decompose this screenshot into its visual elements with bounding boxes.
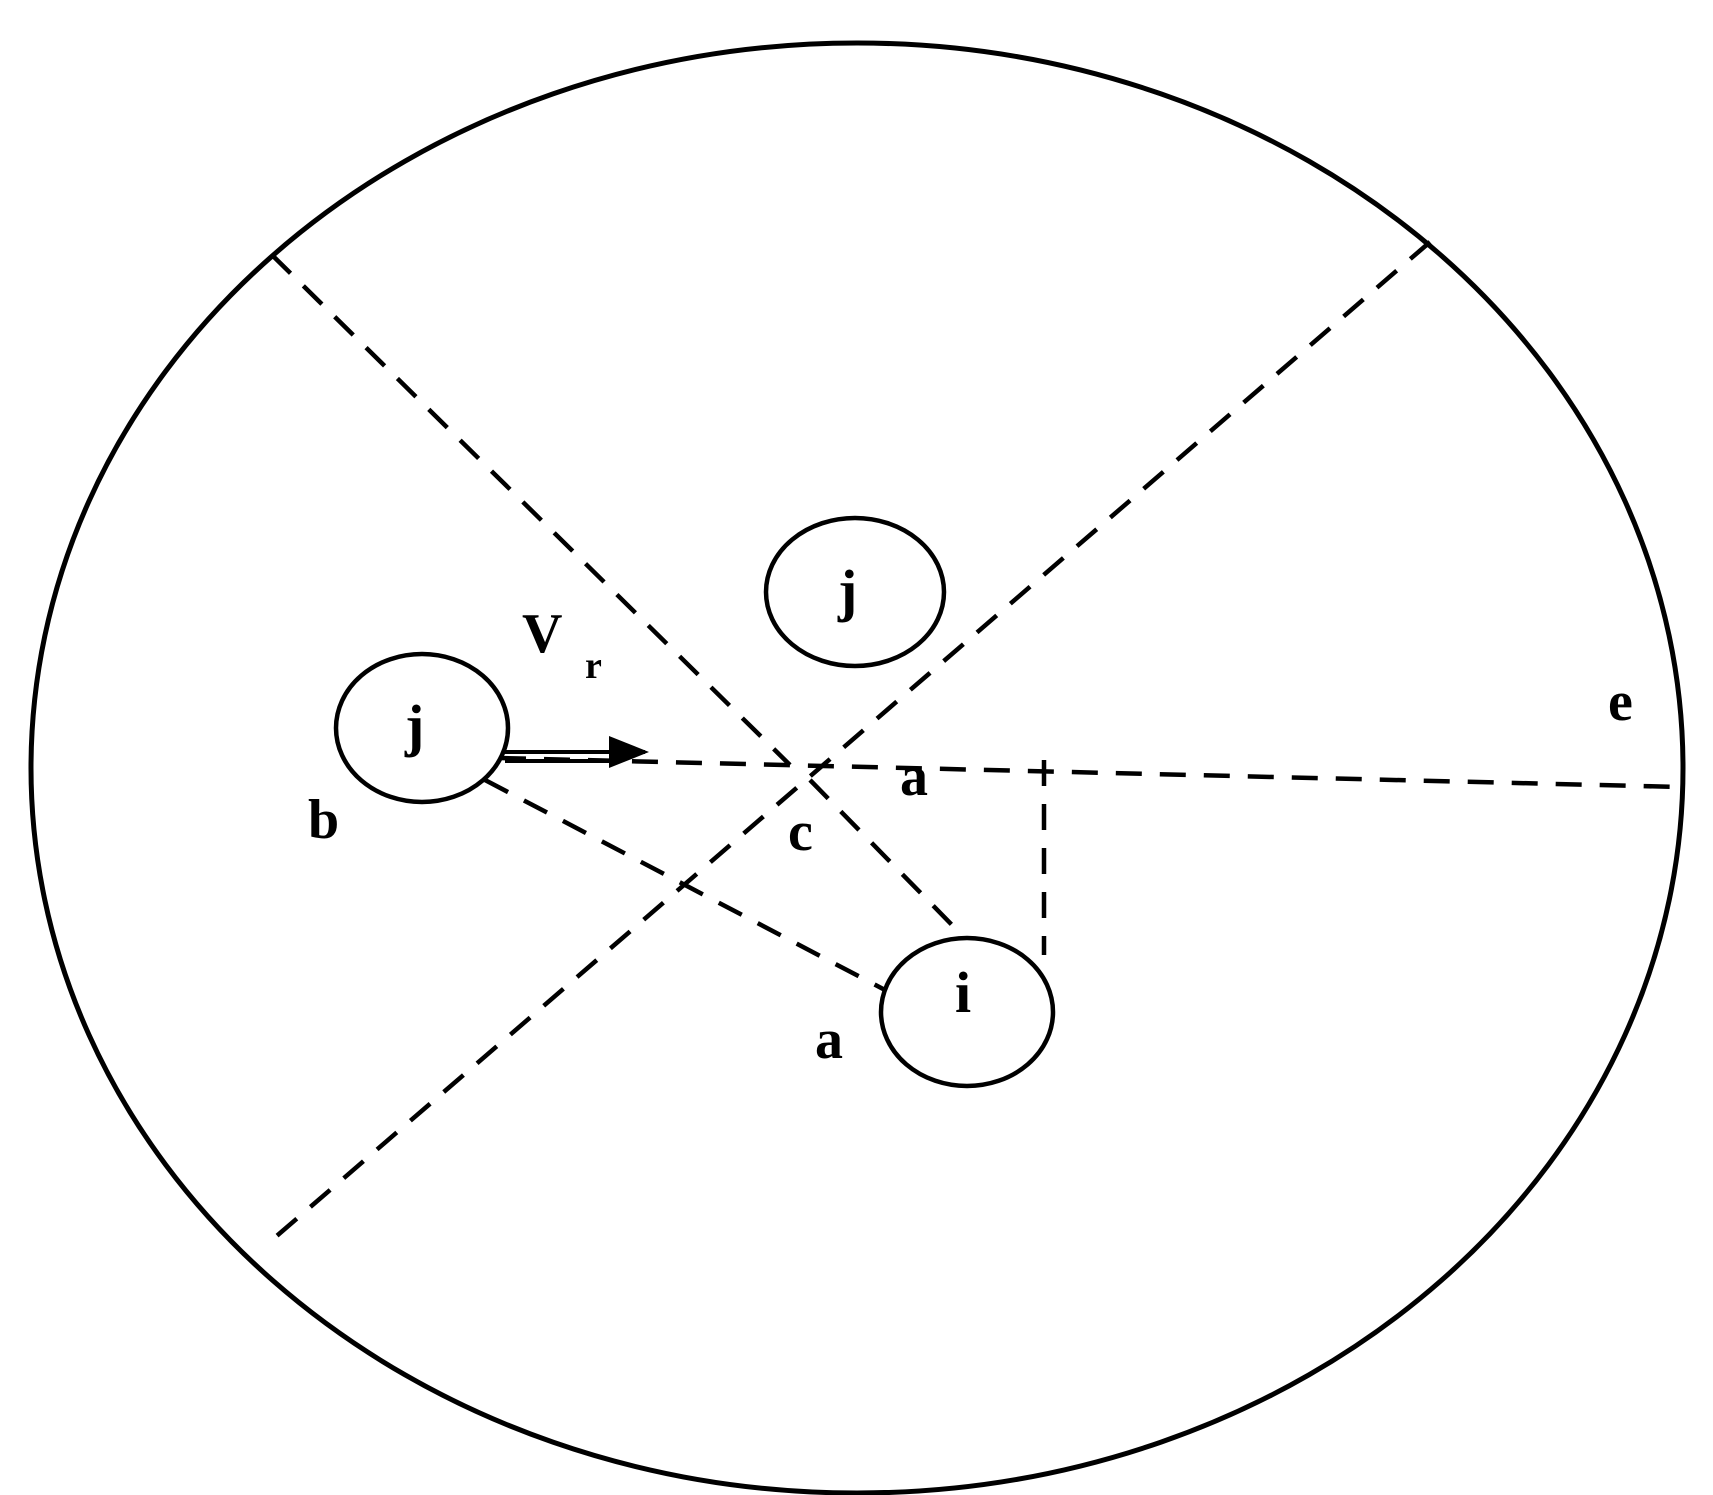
- node-i-label: i: [955, 960, 971, 1025]
- label-e: e: [1608, 671, 1633, 733]
- node-j-upper: [763, 515, 947, 669]
- label-b: b: [308, 789, 339, 851]
- label-a-lower: a: [815, 1009, 843, 1071]
- node-j-upper-label: j: [837, 558, 857, 623]
- dashed-diagonal-lower-right-segment: [808, 778, 957, 930]
- label-vr-subscript: r: [585, 645, 602, 687]
- dashed-j-to-i: [483, 778, 887, 992]
- label-a-upper: a: [900, 746, 928, 808]
- label-c: c: [788, 801, 813, 863]
- outer-boundary-circle: [28, 40, 1686, 1495]
- dashed-diagonal-upper-left: [270, 253, 792, 767]
- dashed-horizontal-center: [499, 755, 1681, 790]
- node-j-left-label: j: [404, 693, 424, 758]
- dashed-diagonal-upper-right: [270, 240, 1432, 1242]
- label-vr-main: V: [522, 603, 562, 665]
- node-i: [878, 935, 1056, 1089]
- node-j-left: [333, 651, 511, 805]
